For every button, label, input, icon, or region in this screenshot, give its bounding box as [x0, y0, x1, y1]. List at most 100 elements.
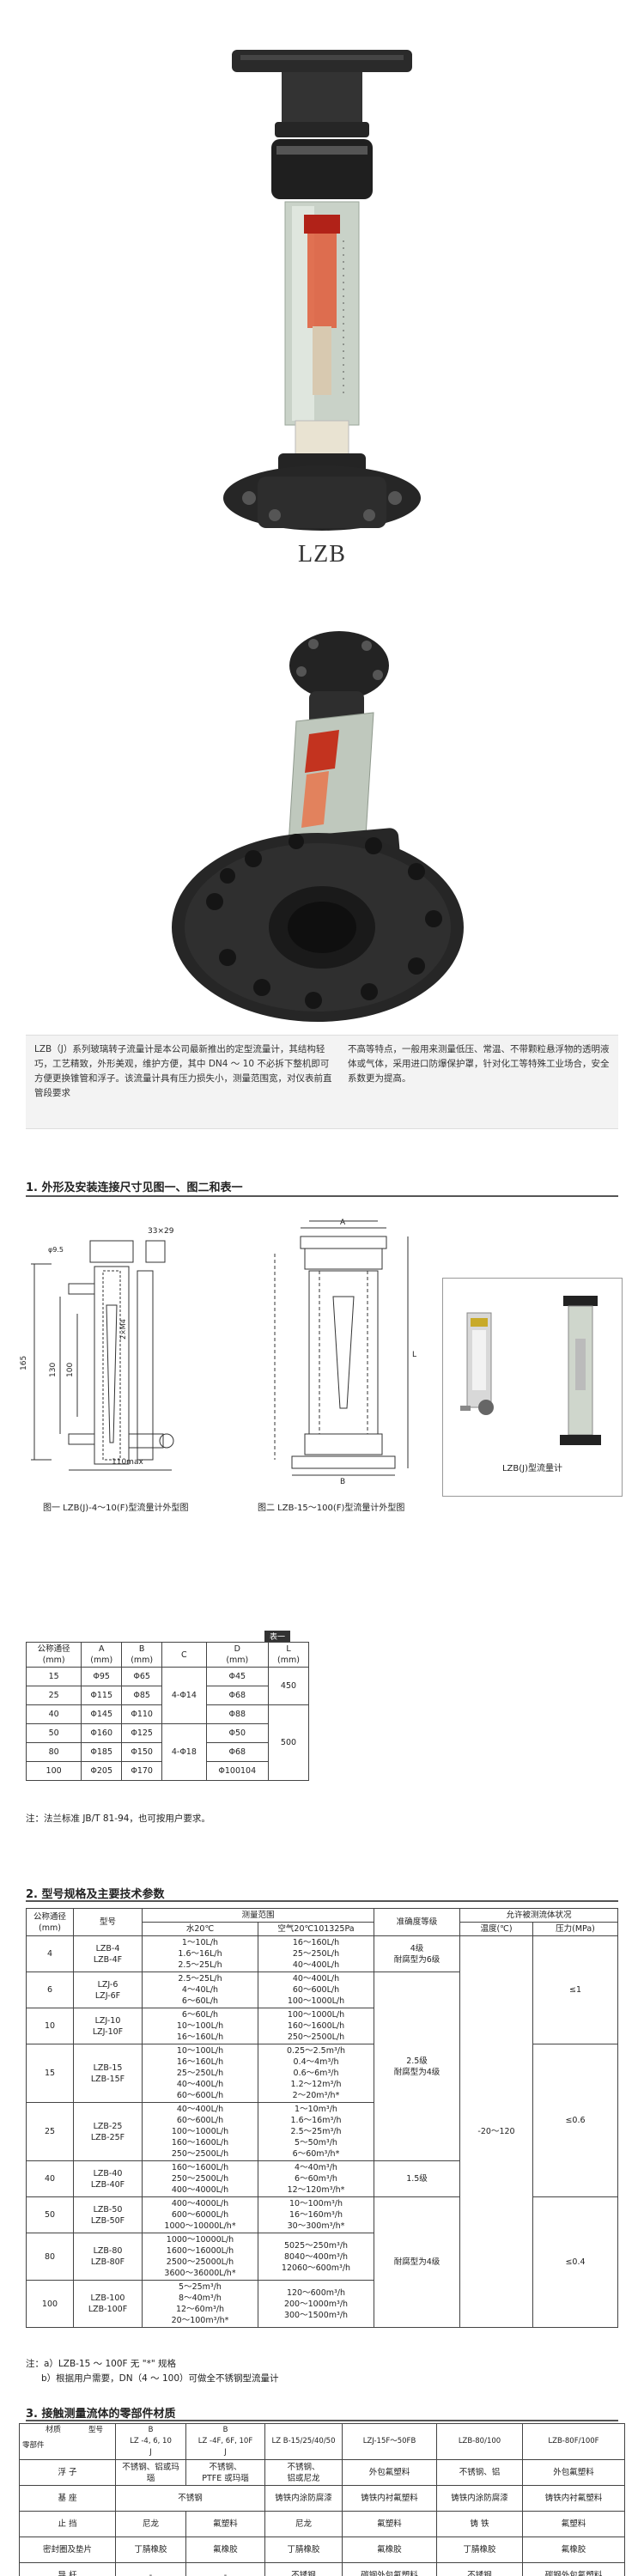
table-cell: 50: [26, 2196, 74, 2233]
table-cell: 6～60L/h 10～100L/h 16～160L/h: [142, 2008, 258, 2044]
table-cell: Φ205: [81, 1761, 123, 1781]
table-cell: Φ45: [205, 1667, 269, 1686]
figure-1-drawing: 165 130 100 110max 33×29 φ9.5 2×M4: [20, 1227, 174, 1471]
table-cell: 碳钢外包氟塑料: [342, 2562, 437, 2576]
table-cell: 不锈钢、铝: [436, 2459, 523, 2486]
table-cell: 40: [25, 1704, 82, 1724]
fig1-dim-165: 165: [20, 1356, 28, 1370]
table-cell: 25: [25, 1686, 82, 1705]
table-header-cell: 水20℃: [142, 1922, 258, 1936]
table-cell: 不锈钢: [115, 2485, 265, 2512]
table-cell: 外包氟塑料: [522, 2459, 625, 2486]
table-cell: 铸铁内涂防腐漆: [436, 2485, 523, 2512]
corner-material-label: 材质: [46, 2426, 62, 2434]
table-cell: Φ65: [121, 1667, 163, 1686]
table-cell: 不锈钢: [436, 2562, 523, 2576]
section-2-rule: [26, 1900, 618, 1902]
table-cell: 50: [25, 1723, 82, 1743]
table-cell: LZB-15 LZB-15F: [73, 2044, 143, 2103]
table-cell: Φ110: [121, 1704, 163, 1724]
table-corner-cell: 材质 型号 零部件: [19, 2423, 116, 2460]
table-cell: 不锈钢、铝或玛瑙: [115, 2459, 186, 2486]
section-3-rule: [26, 2420, 618, 2421]
table-cell: 基 座: [19, 2485, 116, 2512]
table-header-cell: C: [161, 1642, 207, 1668]
table-cell: 25: [26, 2102, 74, 2161]
table-cell: Φ125: [121, 1723, 163, 1743]
table-cell: 80: [26, 2233, 74, 2281]
table-header-cell: LZJ-15F～50FB: [342, 2423, 437, 2460]
table-cell: 10～100L/h 16～160L/h 25～250L/h 40～400L/h …: [142, 2044, 258, 2103]
table-cell: 铸铁内衬氟塑料: [522, 2485, 625, 2512]
table-header-cell: 测量范围: [142, 1908, 374, 1923]
table-cell: ≤1: [532, 1935, 618, 2044]
table-cell: 4级 耐腐型为6级: [374, 1935, 460, 1972]
table-cell: 2.5级 耐腐型为4级: [374, 1971, 460, 2161]
table-cell: Φ185: [81, 1742, 123, 1762]
table-cell: Φ100104: [205, 1761, 269, 1781]
fig1-dim-130: 130: [49, 1363, 58, 1377]
table-cell: 5～25m³/h 8～40m³/h 12～60m³/h 20～100m³/h*: [142, 2280, 258, 2328]
table-cell: Φ160: [81, 1723, 123, 1743]
figure-1-caption: 图一 LZB(J)-4～10(F)型流量计外型图: [43, 1504, 189, 1513]
table-cell: Φ50: [205, 1723, 269, 1743]
table-cell: ≤0.4: [532, 2196, 618, 2328]
table-cell: 120～600m³/h 200～1000m³/h 300～1500m³/h: [258, 2280, 374, 2328]
table-cell: 4: [26, 1935, 74, 1972]
table-cell: 15: [25, 1667, 82, 1686]
fig2-label-l: L: [412, 1351, 416, 1359]
table-row: 100 Φ205 Φ170 Φ100104: [25, 1761, 309, 1781]
table-cell: 100: [25, 1761, 82, 1781]
table-cell: 铸铁内衬氟塑料: [342, 2485, 437, 2512]
table-cell: 450: [267, 1667, 310, 1705]
figure-3-caption: LZB(J)型流量计: [501, 1464, 563, 1473]
table-row: 止 挡 尼龙 氟塑料 尼龙 氟塑料 铸 铁 氟塑料: [19, 2511, 625, 2537]
table-cell: 尼龙: [115, 2511, 186, 2537]
table-row: 80 LZB-80 LZB-80F 1000～10000L/h 1600～160…: [26, 2233, 618, 2281]
flowmeter-photo-top: [223, 50, 421, 531]
table-cell: Φ68: [205, 1686, 269, 1705]
table-cell: 10～100m³/h 16～160m³/h 30～300m³/h*: [258, 2196, 374, 2233]
table-cell: -: [185, 2562, 265, 2576]
table-cell: 2.5～25L/h 4～40L/h 6～60L/h: [142, 1971, 258, 2008]
table-header-cell: 温度(℃): [459, 1922, 533, 1936]
fig2-label-b: B: [340, 1478, 345, 1485]
table-row: 40 Φ145 Φ110 Φ88 500: [25, 1704, 310, 1781]
table-row: 25 LZB-25 LZB-25F 40～400L/h 60～600L/h 10…: [26, 2102, 618, 2161]
table-cell: 4-Φ14: [161, 1667, 207, 1724]
table-row: 80 Φ185 Φ150 Φ68: [25, 1742, 309, 1762]
table-cell: LZB-40 LZB-40F: [73, 2160, 143, 2197]
fig1-dim-phi95: φ9.5: [48, 1246, 64, 1254]
table-cell: 丁腈橡胶: [115, 2537, 186, 2563]
table-header-cell: 允许被测流体状况: [459, 1908, 618, 1923]
fig1-dim-100: 100: [66, 1363, 75, 1377]
table-cell: 丁腈橡胶: [436, 2537, 523, 2563]
table-cell: Φ95: [81, 1667, 123, 1686]
table-row: 6 LZJ-6 LZJ-6F 2.5～25L/h 4～40L/h 6～60L/h…: [26, 1971, 618, 2161]
intro-left-text: LZB（J）系列玻璃转子流量计是本公司最新推出的定型流量计，其结构轻巧，工艺精致…: [34, 1044, 332, 1098]
table-header-cell: 空气20℃101325Pa: [258, 1922, 374, 1936]
table-cell: 4-Φ18: [161, 1723, 207, 1781]
table-cell: ≤0.6: [532, 2044, 618, 2197]
table-cell: LZB-25 LZB-25F: [73, 2102, 143, 2161]
table-row: 15 Φ95 Φ65 4-Φ14 Φ45 450: [25, 1667, 310, 1724]
table-header-cell: D (mm): [205, 1642, 269, 1668]
table-cell: Φ170: [121, 1761, 163, 1781]
table-cell: Φ88: [205, 1704, 269, 1724]
table-cell: Φ150: [121, 1742, 163, 1762]
table-cell: LZB-4 LZB-4F: [73, 1935, 143, 1972]
figure-3-photo: [460, 1296, 601, 1445]
section-1-rule: [26, 1195, 618, 1197]
table-cell: 40: [26, 2160, 74, 2197]
table-row: 4 LZB-4 LZB-4F 1～10L/h 1.6～16L/h 2.5～25L…: [26, 1935, 618, 2328]
table-cell: Φ68: [205, 1742, 269, 1762]
table-cell: 不锈钢: [264, 2562, 343, 2576]
table-cell: LZJ-10 LZJ-10F: [73, 2008, 143, 2044]
table-1-tag: 表一: [264, 1631, 291, 1642]
table-cell: Φ85: [121, 1686, 163, 1705]
table-header-cell: B LZ -4F, 6F, 10F J: [185, 2423, 265, 2460]
figure-2-drawing: A B L: [274, 1218, 416, 1485]
table-cell: 氟橡胶: [342, 2537, 437, 2563]
table-header-cell: 型号: [73, 1908, 143, 1936]
table-cell: 1000～10000L/h 1600～16000L/h 2500～25000L/…: [142, 2233, 258, 2281]
